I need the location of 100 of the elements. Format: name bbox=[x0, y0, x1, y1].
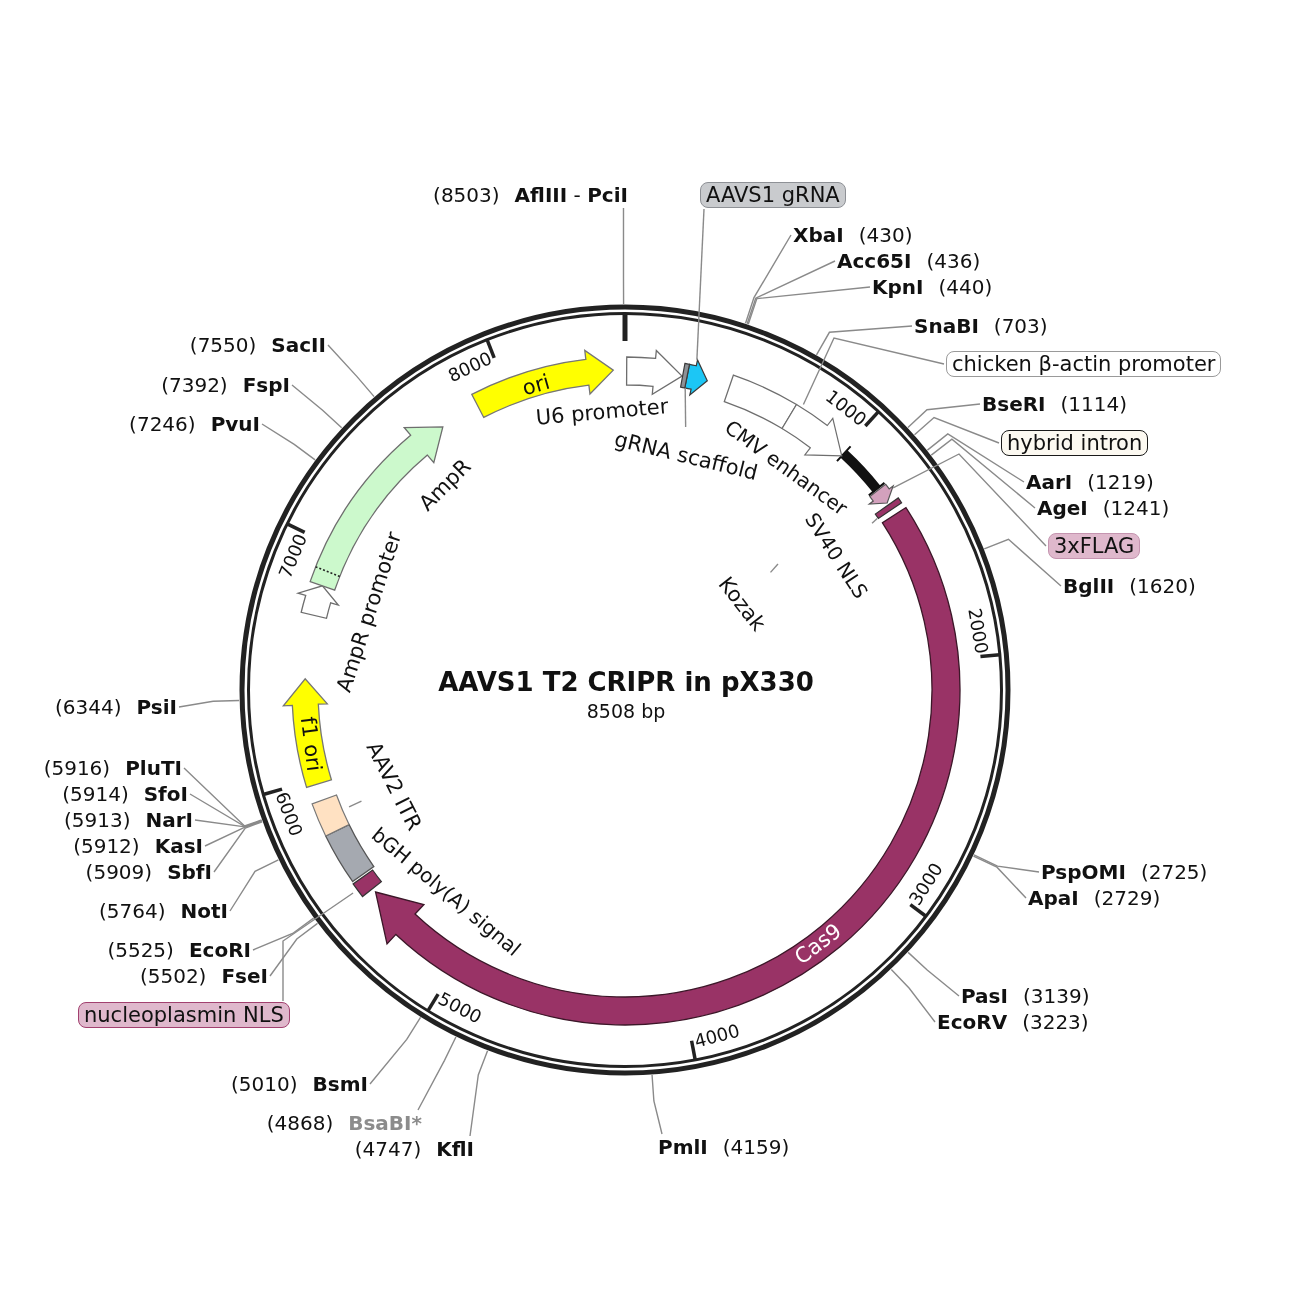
leader-line bbox=[469, 1050, 489, 1137]
leader-line bbox=[622, 207, 625, 305]
leader-line bbox=[269, 922, 319, 977]
leader-line bbox=[651, 1074, 663, 1135]
enzyme-label: KasI bbox=[154, 834, 203, 858]
leader-line bbox=[213, 821, 263, 873]
enzyme-label: FseI bbox=[221, 964, 268, 988]
enzyme-label: PsiI bbox=[136, 695, 177, 719]
position-label: (6344) bbox=[54, 695, 122, 719]
position-label: (7550) bbox=[189, 333, 257, 357]
enzyme-label: BsaBI* bbox=[348, 1111, 422, 1135]
enzyme-label: BsmI bbox=[312, 1072, 368, 1096]
enzyme-label: NarI bbox=[145, 808, 193, 832]
enzyme-label: PluTI bbox=[125, 756, 182, 780]
leader-line bbox=[926, 433, 1025, 483]
leader-line bbox=[291, 384, 343, 429]
position-label: (5914) bbox=[62, 782, 129, 806]
position-label: (4868) bbox=[266, 1111, 334, 1135]
position-label: (5913) bbox=[63, 808, 131, 832]
leader-line bbox=[983, 538, 1062, 587]
position-label: (7246) bbox=[129, 412, 196, 436]
position-label: (5525) bbox=[107, 938, 174, 962]
leader-line bbox=[261, 423, 316, 461]
position-label: (1114) bbox=[1060, 392, 1128, 416]
feature-block bbox=[680, 362, 691, 389]
leader-line bbox=[684, 387, 687, 428]
position-label: (703) bbox=[993, 314, 1048, 338]
leader-line bbox=[369, 1016, 422, 1085]
leader-line bbox=[252, 917, 315, 951]
enzyme-label: Acc65I bbox=[837, 249, 912, 273]
enzyme-label: BglII bbox=[1063, 574, 1115, 598]
enzyme-label: SnaBI bbox=[914, 314, 979, 338]
leader-line bbox=[747, 286, 871, 325]
enzyme-label: PvuI bbox=[210, 412, 260, 436]
position-label: (7392) bbox=[161, 373, 228, 397]
enzyme-label: SfoI bbox=[143, 782, 188, 806]
enzyme-label: ApaI bbox=[1028, 886, 1079, 910]
feature-label: chicken β-actin promoter bbox=[946, 351, 1222, 377]
map-title: AAVS1 T2 CRIPR in pX330 bbox=[438, 668, 814, 698]
enzyme-label: EcoRV bbox=[937, 1010, 1008, 1034]
position-label: (4159) bbox=[722, 1135, 790, 1159]
position-label: (436) bbox=[926, 249, 981, 273]
scale-label: 2000 bbox=[964, 606, 992, 655]
feature-block bbox=[874, 497, 903, 520]
leader-line bbox=[282, 892, 354, 1002]
scale-label: 4000 bbox=[692, 1020, 742, 1052]
enzyme-label: KflI bbox=[436, 1137, 474, 1161]
position-label: (5909) bbox=[85, 860, 153, 884]
enzyme-label: PmlI bbox=[658, 1135, 708, 1159]
position-label: (2729) bbox=[1093, 886, 1161, 910]
position-label: (440) bbox=[938, 275, 993, 299]
position-label: (5912) bbox=[73, 834, 140, 858]
leader-line bbox=[973, 854, 1040, 873]
leader-line bbox=[178, 699, 240, 708]
enzyme-label: FspI bbox=[242, 373, 290, 397]
leader-line bbox=[892, 453, 1047, 547]
leader-line bbox=[907, 951, 960, 997]
leader-line bbox=[769, 563, 779, 574]
enzyme-label: XbaI bbox=[793, 223, 844, 247]
feature-label: AAVS1 gRNA bbox=[700, 182, 846, 208]
position-label: (4747) bbox=[354, 1137, 422, 1161]
leader-line bbox=[348, 800, 363, 808]
feature-arrow bbox=[684, 359, 708, 396]
position-label: (5010) bbox=[231, 1072, 298, 1096]
enzyme-label: NotI bbox=[180, 899, 228, 923]
leader-line bbox=[913, 416, 1000, 444]
position-label: (3223) bbox=[1022, 1010, 1089, 1034]
enzyme-label: EcoRI bbox=[188, 938, 251, 962]
enzyme-label: BseRI bbox=[982, 392, 1046, 416]
leader-line bbox=[744, 234, 792, 324]
enzyme-label: SbfI bbox=[167, 860, 212, 884]
leader-line bbox=[907, 403, 981, 429]
position-label: (5764) bbox=[99, 899, 166, 923]
enzyme-label: AarI bbox=[1026, 470, 1073, 494]
leader-line bbox=[229, 859, 280, 912]
leader-line bbox=[696, 208, 705, 361]
position-label: (2725) bbox=[1140, 860, 1208, 884]
enzyme-label: AgeI bbox=[1037, 496, 1088, 520]
leader-line bbox=[183, 767, 263, 827]
feature-label: 3xFLAG bbox=[1048, 533, 1141, 559]
position-label: (1219) bbox=[1087, 470, 1154, 494]
leader-line bbox=[972, 855, 1027, 899]
enzyme-label: PspOMI bbox=[1041, 860, 1126, 884]
position-label: (1620) bbox=[1129, 574, 1196, 598]
position-label: (1241) bbox=[1102, 496, 1170, 520]
position-label: (430) bbox=[858, 223, 913, 247]
leader-line bbox=[327, 344, 375, 398]
leader-line bbox=[194, 819, 263, 828]
scale-label: 8000 bbox=[445, 348, 495, 387]
feature-block bbox=[311, 794, 350, 837]
enzyme-label: PasI bbox=[961, 984, 1008, 1008]
leader-line bbox=[930, 438, 1036, 509]
leader-line bbox=[802, 337, 945, 406]
leader-line bbox=[815, 325, 913, 356]
leader-line bbox=[890, 968, 936, 1023]
scale-label: 7000 bbox=[275, 530, 311, 581]
position-label: (5916) bbox=[43, 756, 111, 780]
leader-line bbox=[746, 260, 836, 325]
leader-line bbox=[871, 517, 878, 524]
position-label: (5502) bbox=[139, 964, 207, 988]
